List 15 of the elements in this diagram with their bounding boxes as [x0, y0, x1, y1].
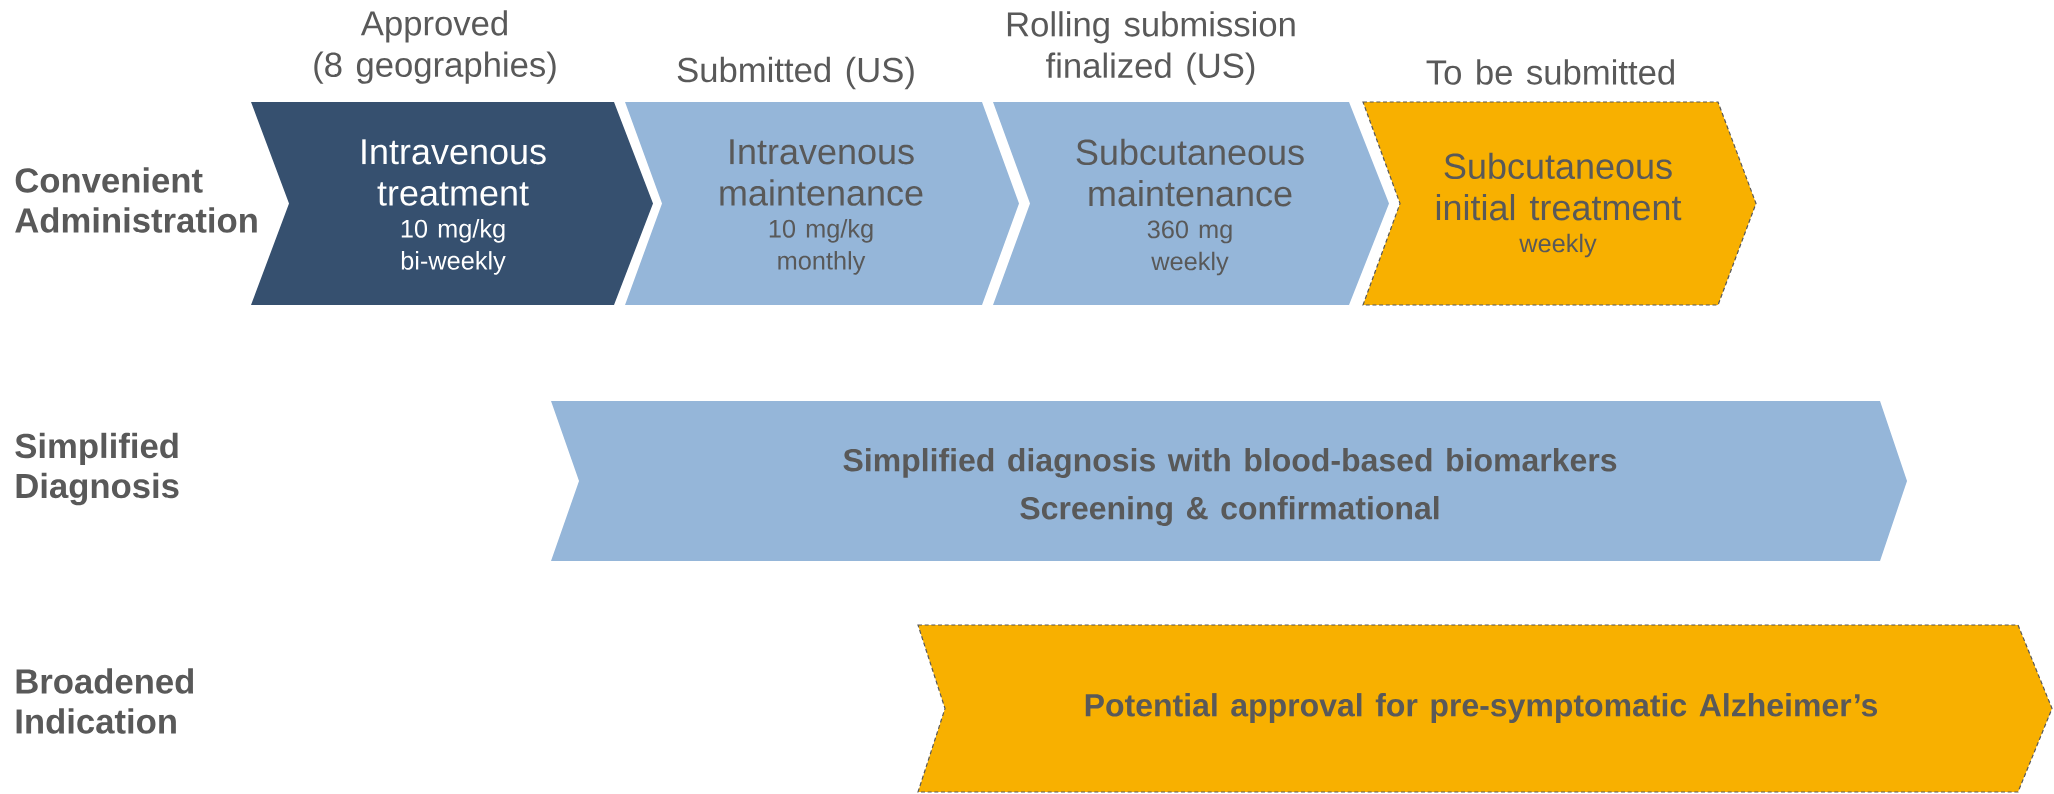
status-label: Rolling submission finalized (US): [1007, 11, 1295, 85]
node-label: Intravenous maintenance: [720, 139, 923, 206]
status-label: Approved (8 geographies): [314, 10, 556, 84]
process-step: Subcutaneous maintenance 360 mg weekly: [993, 102, 1389, 305]
status-label: Submitted (US): [677, 56, 914, 90]
node-label: 10 mg/kg monthly: [769, 219, 873, 275]
process-step: Subcutaneous initial treatment weekly: [1362, 101, 1757, 306]
process-step: Intravenous maintenance 10 mg/kg monthly: [625, 102, 1019, 305]
status-label: To be submitted: [1426, 59, 1674, 85]
node-label: Subcutaneous maintenance: [1076, 138, 1304, 207]
row-label: Simplified Diagnosis: [15, 432, 179, 506]
process-step: Simplified diagnosis with blood-based biomarkers Screening & confirmational: [551, 401, 1907, 561]
row-label: Broadened Indication: [16, 668, 194, 734]
node-label: 360 mg weekly: [1147, 220, 1232, 276]
process-step: Potential approval for pre-symptomatic Alzheimer’s: [917, 624, 2053, 793]
